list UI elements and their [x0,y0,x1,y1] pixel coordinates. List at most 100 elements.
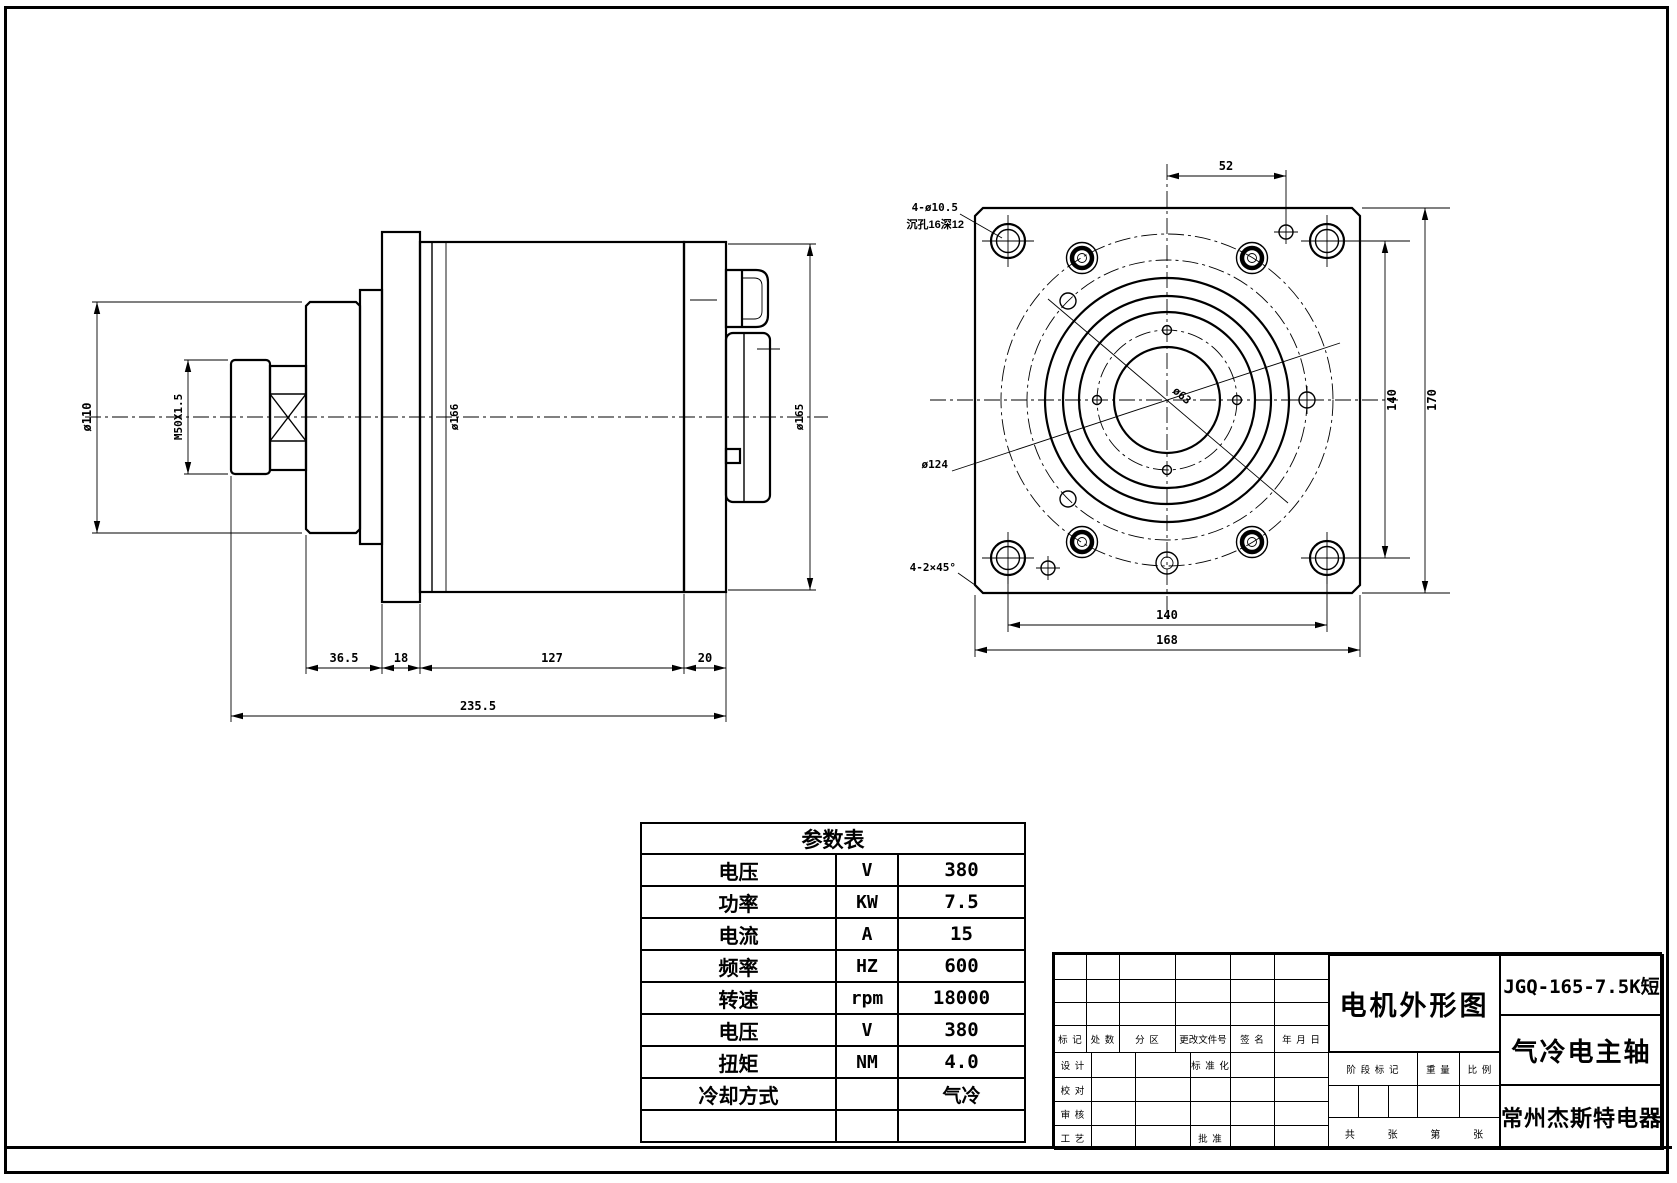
rev-cell [1054,979,1087,1003]
sig-cell [1274,1101,1329,1126]
svg-text:4-2×45°: 4-2×45° [910,561,956,574]
check-label: 校 对 [1054,1077,1092,1102]
svg-text:127: 127 [541,651,563,665]
svg-text:20: 20 [698,651,712,665]
bolt-circle-label: ø124 [922,458,949,471]
review-label: 审 核 [1054,1101,1092,1126]
flange-plate [973,206,1362,595]
sig-cell [1091,1125,1136,1150]
sig-cell [1274,1077,1329,1102]
param-table-header: 参数表 [642,824,1024,853]
dim-top-52: 52 [1167,159,1287,220]
param-table-title: 参数表 [801,828,865,852]
rev-cell [1230,954,1275,980]
table-row: 扭矩 NM 4.0 [642,1045,1024,1077]
svg-text:52: 52 [1219,159,1233,173]
svg-text:4-ø10.5: 4-ø10.5 [912,201,958,214]
stage-box [1358,1085,1389,1118]
svg-text:168: 168 [1156,633,1178,647]
sheets-unit-label: 张 [1387,1130,1399,1141]
sig-cell [1230,1101,1275,1126]
table-row: 频率 HZ 600 [642,949,1024,981]
table-row: 冷却方式 气冷 [642,1077,1024,1109]
rev-cell [1119,954,1176,980]
parameter-table: 参数表 电压 V 380 功率 KW 7.5 电流 A 15 频率 HZ 600… [640,822,1026,1143]
sig-cell [1190,1077,1231,1102]
title-block: 标 记 处 数 分 区 更改文件号 签 名 年 月 日 设 计 标 准 化 校 … [1052,952,1664,1150]
svg-text:沉孔16深12: 沉孔16深12 [907,217,964,231]
sig-cell [1190,1101,1231,1126]
sig-cell [1091,1077,1136,1102]
chamfer-note: 4-2×45° [910,561,976,586]
svg-text:ø165: ø165 [793,404,806,431]
rev-cell [1230,1002,1275,1026]
sig-cell [1274,1052,1329,1078]
sheet-count-row: 共 张 第 张 [1328,1117,1501,1150]
table-row: 功率 KW 7.5 [642,885,1024,917]
svg-text:36.5: 36.5 [330,651,359,665]
company-name: 常州杰斯特电器 [1499,1084,1664,1150]
rev-cell [1175,1002,1231,1026]
dim-thread: M50X1.5 [172,359,228,475]
svg-text:140: 140 [1385,389,1399,411]
sig-cell [1135,1101,1191,1126]
sig-cell [1091,1101,1136,1126]
fastening-screws [1065,241,1269,559]
sig-cell [1230,1125,1275,1150]
small-bolt-circle-holes [1091,324,1243,476]
dim-right-140: 140 [1344,240,1410,559]
sig-cell [1230,1077,1275,1102]
sheet-no-label: 第 [1430,1130,1442,1141]
rev-cell [1086,954,1120,980]
svg-text:ø110: ø110 [80,403,94,432]
sig-cell [1091,1052,1136,1078]
rev-cell [1119,979,1176,1003]
svg-text:235.5: 235.5 [460,699,496,713]
rev-cell [1274,1002,1329,1026]
table-row: 电压 V 380 [642,1013,1024,1045]
rev-cell [1274,954,1329,980]
sheet-bottom-frame-line [4,1146,1672,1149]
stage-mark-label: 阶 段 标 记 [1328,1052,1418,1086]
approve-label: 批 准 [1190,1125,1231,1150]
motor-side-view: ø110 M50X1.5 ø166 ø165 [80,230,828,722]
rev-header-mark: 标 记 [1054,1025,1087,1053]
dim-total-length: 235.5 [231,699,726,720]
svg-text:18: 18 [394,651,408,665]
rev-cell [1175,954,1231,980]
rev-header-sign: 签 名 [1230,1025,1275,1053]
center-diagonal [1047,298,1289,504]
rev-cell [1086,979,1120,1003]
bolt-circle-leader [951,342,1341,472]
dim-bottom-140: 140 [1007,575,1328,632]
rev-cell [1054,954,1087,980]
pin-holes [1036,220,1298,580]
bolt-circle-holes [1059,292,1321,575]
center-circle-label: ø63 [1170,384,1194,407]
stage-box [1328,1085,1359,1118]
rev-header-zone: 分 区 [1119,1025,1176,1053]
sig-cell [1230,1052,1275,1078]
scale-value-cell [1459,1085,1501,1118]
sheet-unit-label: 张 [1473,1130,1485,1141]
sig-cell [1135,1077,1191,1102]
dim-bottom-168: 168 [974,595,1361,657]
dim-body-diameter: ø166 [448,403,461,430]
svg-text:140: 140 [1156,608,1178,622]
rev-cell [1054,1002,1087,1026]
rear-connectors [690,268,780,504]
scale-label: 比 例 [1459,1052,1501,1086]
weight-label: 重 量 [1417,1052,1460,1086]
counterbore-note: 4-ø10.5 沉孔16深12 [907,201,1003,239]
rev-header-count: 处 数 [1086,1025,1120,1053]
sheet-border [4,6,1669,1174]
weight-value-cell [1417,1085,1460,1118]
table-row [642,1109,1024,1143]
dim-shaft-diameter: ø110 [80,301,302,534]
svg-text:170: 170 [1425,389,1439,411]
sig-cell [1274,1125,1329,1150]
table-row: 电流 A 15 [642,917,1024,949]
rev-header-docno: 更改文件号 [1175,1025,1231,1053]
motor-front-view: ø124 ø63 4-ø10.5 沉孔16深12 4-2×45° 52 140 [907,159,1450,657]
design-label: 设 计 [1054,1052,1092,1078]
